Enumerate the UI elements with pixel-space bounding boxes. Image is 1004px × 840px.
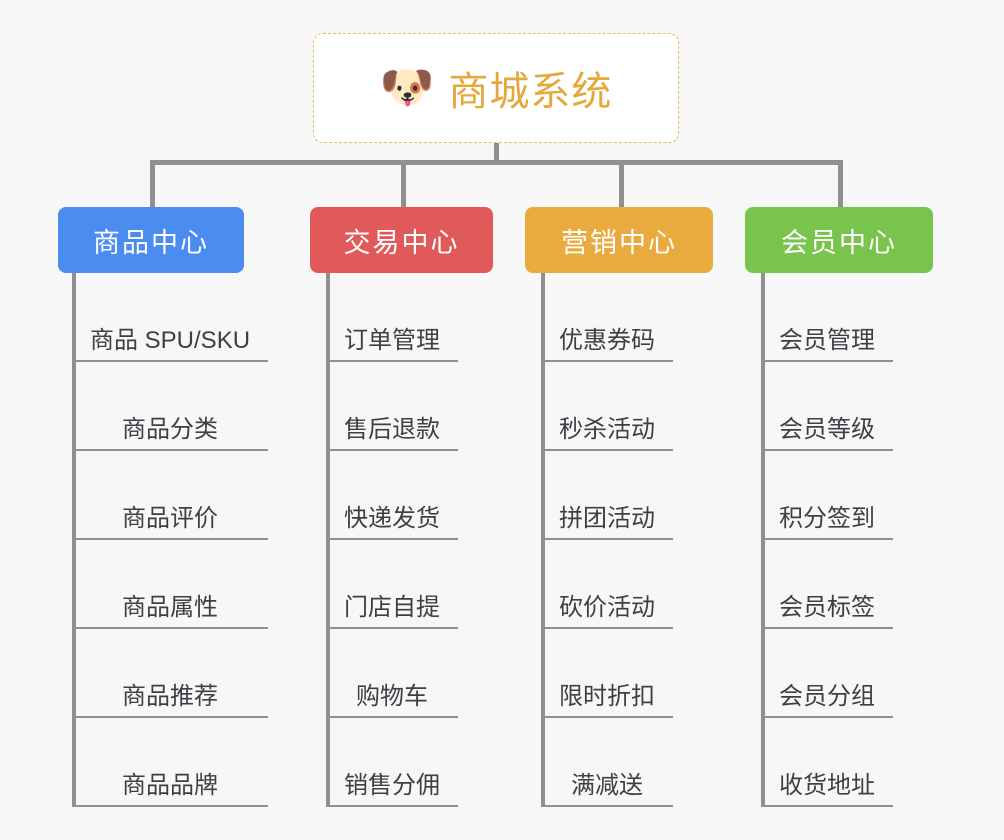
branch-spine-product-center bbox=[72, 273, 76, 807]
leaf-item[interactable]: 优惠券码 bbox=[541, 273, 673, 362]
leaf-item[interactable]: 积分签到 bbox=[761, 451, 893, 540]
leaf-item[interactable]: 销售分佣 bbox=[326, 718, 458, 807]
connector-drop-product-center bbox=[150, 160, 155, 208]
leaf-item[interactable]: 商品 SPU/SKU bbox=[72, 273, 269, 362]
leaf-list-product-center: 商品 SPU/SKU 商品分类 商品评价 商品属性 商品推荐 商品品牌 bbox=[72, 273, 269, 807]
leaf-item[interactable]: 商品推荐 bbox=[72, 629, 269, 718]
leaf-label: 会员等级 bbox=[779, 415, 875, 443]
leaf-item[interactable]: 拼团活动 bbox=[541, 451, 673, 540]
leaf-label: 销售分佣 bbox=[344, 771, 440, 799]
leaf-label: 快递发货 bbox=[344, 504, 440, 532]
leaf-label: 砍价活动 bbox=[559, 593, 655, 621]
leaf-label: 购物车 bbox=[356, 682, 428, 710]
leaf-label: 限时折扣 bbox=[559, 682, 655, 710]
leaf-label: 会员管理 bbox=[779, 326, 875, 354]
branch-member-center: 会员中心 会员管理 会员等级 积分签到 会员标签 会员分组 收货地址 bbox=[745, 207, 933, 807]
branch-spine-trade-center bbox=[326, 273, 330, 807]
leaf-label: 商品评价 bbox=[122, 504, 219, 532]
leaf-label: 积分签到 bbox=[779, 504, 875, 532]
leaf-label: 优惠券码 bbox=[559, 326, 655, 354]
leaf-label: 会员标签 bbox=[779, 593, 875, 621]
leaf-item[interactable]: 会员等级 bbox=[761, 362, 893, 451]
connector-drop-member-center bbox=[838, 160, 843, 208]
leaf-item[interactable]: 砍价活动 bbox=[541, 540, 673, 629]
leaf-item[interactable]: 会员标签 bbox=[761, 540, 893, 629]
leaf-item[interactable]: 限时折扣 bbox=[541, 629, 673, 718]
branch-header-marketing-center[interactable]: 营销中心 bbox=[525, 207, 713, 273]
connector-drop-trade-center bbox=[401, 160, 406, 208]
leaf-item[interactable]: 秒杀活动 bbox=[541, 362, 673, 451]
leaf-label: 商品 SPU/SKU bbox=[90, 326, 251, 354]
leaf-label: 秒杀活动 bbox=[559, 415, 655, 443]
leaf-item[interactable]: 门店自提 bbox=[326, 540, 458, 629]
leaf-item[interactable]: 快递发货 bbox=[326, 451, 458, 540]
leaf-label: 售后退款 bbox=[344, 415, 440, 443]
leaf-label: 商品分类 bbox=[122, 415, 219, 443]
leaf-label: 收货地址 bbox=[779, 771, 875, 799]
leaf-list-trade-center: 订单管理 售后退款 快递发货 门店自提 购物车 销售分佣 bbox=[326, 273, 458, 807]
branch-header-product-center[interactable]: 商品中心 bbox=[58, 207, 244, 273]
leaf-item[interactable]: 购物车 bbox=[326, 629, 458, 718]
leaf-item[interactable]: 会员分组 bbox=[761, 629, 893, 718]
leaf-item[interactable]: 会员管理 bbox=[761, 273, 893, 362]
shiba-dog-face-icon: 🐶 bbox=[379, 63, 435, 112]
leaf-list-member-center: 会员管理 会员等级 积分签到 会员标签 会员分组 收货地址 bbox=[761, 273, 893, 807]
leaf-item[interactable]: 商品分类 bbox=[72, 362, 269, 451]
branch-header-trade-center[interactable]: 交易中心 bbox=[310, 207, 493, 273]
leaf-item[interactable]: 商品属性 bbox=[72, 540, 269, 629]
leaf-list-marketing-center: 优惠券码 秒杀活动 拼团活动 砍价活动 限时折扣 满减送 bbox=[541, 273, 673, 807]
connector-horizontal-bus bbox=[150, 160, 840, 165]
leaf-label: 商品属性 bbox=[122, 593, 219, 621]
leaf-label: 拼团活动 bbox=[559, 504, 655, 532]
leaf-item[interactable]: 收货地址 bbox=[761, 718, 893, 807]
leaf-item[interactable]: 售后退款 bbox=[326, 362, 458, 451]
leaf-label: 门店自提 bbox=[344, 593, 440, 621]
branch-spine-member-center bbox=[761, 273, 765, 807]
leaf-item[interactable]: 满减送 bbox=[541, 718, 673, 807]
branch-marketing-center: 营销中心 优惠券码 秒杀活动 拼团活动 砍价活动 限时折扣 满减送 bbox=[525, 207, 713, 807]
leaf-label: 满减送 bbox=[571, 771, 643, 799]
leaf-label: 商品推荐 bbox=[122, 682, 219, 710]
leaf-item[interactable]: 商品品牌 bbox=[72, 718, 269, 807]
leaf-item[interactable]: 订单管理 bbox=[326, 273, 458, 362]
root-title: 商城系统 bbox=[448, 70, 613, 114]
leaf-label: 订单管理 bbox=[344, 326, 440, 354]
root-node-mall-system[interactable]: 🐶 商城系统 bbox=[313, 33, 679, 143]
leaf-label: 商品品牌 bbox=[122, 771, 219, 799]
leaf-item[interactable]: 商品评价 bbox=[72, 451, 269, 540]
branch-spine-marketing-center bbox=[541, 273, 545, 807]
branch-header-member-center[interactable]: 会员中心 bbox=[745, 207, 933, 273]
leaf-label: 会员分组 bbox=[779, 682, 875, 710]
branch-trade-center: 交易中心 订单管理 售后退款 快递发货 门店自提 购物车 销售分佣 bbox=[310, 207, 493, 807]
branch-product-center: 商品中心 商品 SPU/SKU 商品分类 商品评价 商品属性 商品推荐 商品品牌 bbox=[58, 207, 269, 807]
connector-root-stem bbox=[494, 143, 499, 163]
connector-drop-marketing-center bbox=[619, 160, 624, 208]
